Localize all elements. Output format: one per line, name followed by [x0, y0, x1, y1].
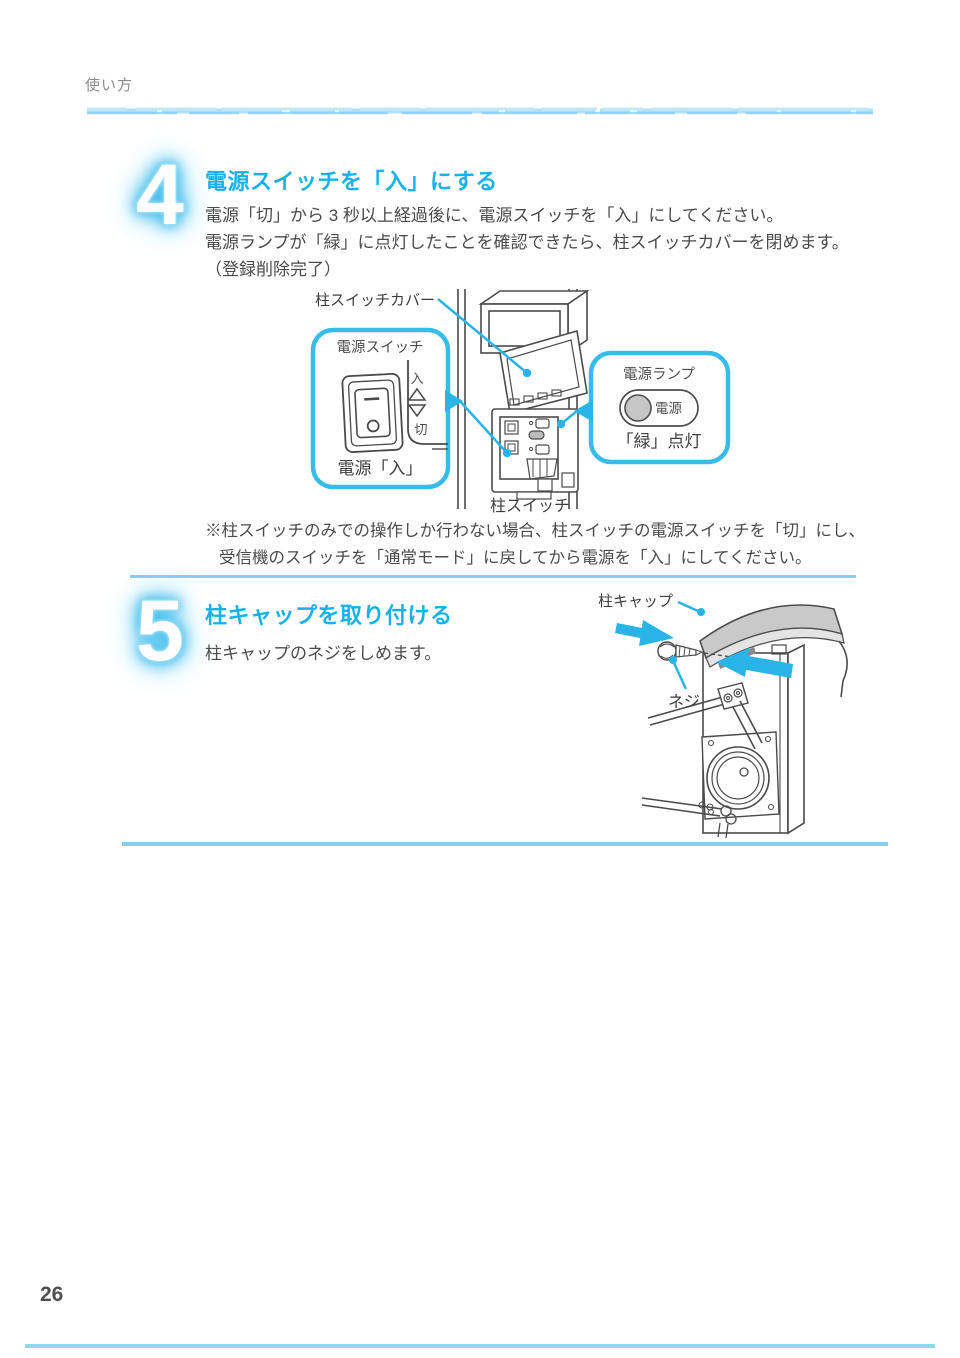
note-line: 受信機のスイッチを「通常モード」に戻してから電源を「入」にしてください。	[219, 549, 812, 567]
footer-bar	[25, 1344, 935, 1348]
pole-switch-diagram: 電源スイッチ 入 切 電源「入」 電源ランプ 電源 「緑」点灯	[310, 289, 731, 515]
install-arrow-icon	[639, 620, 674, 646]
note-line: ※柱スイッチのみでの操作しか行わない場合、柱スイッチの電源スイッチを「切」にし、	[205, 522, 865, 540]
lamp-text: 電源	[655, 401, 683, 416]
pointer-dot-icon	[556, 419, 566, 429]
pole-switch-label: 柱スイッチ	[490, 497, 570, 515]
pointer-dot-icon	[669, 656, 677, 664]
step-4-title: 電源スイッチを「入」にする	[205, 169, 498, 194]
pointer-tail-icon	[574, 400, 593, 422]
power-lamp-callout: 電源ランプ 電源 「緑」点灯	[588, 350, 731, 465]
section-header: 使い方	[85, 77, 134, 94]
power-switch-callout-title: 電源スイッチ	[337, 339, 424, 356]
power-on-label: 電源「入」	[338, 459, 423, 478]
body-text-line: 電源ランプが「緑」に点灯したことを確認できたら、柱スイッチカバーを閉めます。	[205, 233, 849, 252]
section-divider	[122, 842, 888, 846]
power-lamp-callout-title: 電源ランプ	[623, 366, 696, 383]
power-lamp-icon	[624, 394, 652, 422]
install-arrow-icon	[741, 655, 793, 678]
screw-drawing	[657, 641, 733, 661]
pointer-dot-icon	[522, 368, 532, 378]
pole-top-drawing	[641, 643, 805, 839]
rocker-switch-icon	[341, 372, 404, 453]
screw-label: ネジ	[668, 693, 700, 711]
install-arrow-icon	[615, 623, 647, 639]
callout-pointers	[437, 298, 593, 458]
section-divider	[130, 575, 856, 578]
body-text-line: 電源「切」から 3 秒以上経過後に、電源スイッチを「入」にしてください。	[205, 206, 784, 225]
step-5-title: 柱キャップを取り付ける	[205, 603, 453, 628]
step-4-body: 電源「切」から 3 秒以上経過後に、電源スイッチを「入」にしてください。 電源ラ…	[205, 202, 849, 283]
power-switch-callout: 電源スイッチ 入 切 電源「入」	[310, 327, 451, 490]
body-text-line: 柱キャップのネジをしめます。	[205, 644, 442, 663]
switch-off-label: 切	[414, 422, 427, 437]
pole-drawing	[457, 289, 590, 509]
cover-label: 柱スイッチカバー	[315, 292, 435, 309]
pointer-tail-icon	[445, 390, 463, 412]
pole-cap-diagram: 柱キャップ ネジ	[598, 593, 848, 839]
down-triangle-icon	[407, 404, 427, 418]
pointer-dot-icon	[502, 448, 512, 458]
page-number: 26	[40, 1283, 64, 1306]
cap-label: 柱キャップ	[598, 593, 673, 610]
up-triangle-icon	[407, 387, 427, 401]
pole-cap-drawing	[699, 604, 848, 698]
step-5-number: 5	[136, 583, 184, 679]
step-5-body: 柱キャップのネジをしめます。	[205, 640, 441, 667]
install-arrow-icon	[716, 648, 749, 677]
body-text-line: （登録削除完了）	[205, 260, 341, 279]
install-arrows	[615, 620, 793, 678]
pointer-dot-icon	[697, 608, 705, 616]
step-4-note: ※柱スイッチのみでの操作しか行わない場合、柱スイッチの電源スイッチを「切」にし、…	[205, 518, 865, 572]
header-brush-divider	[87, 107, 873, 115]
switch-on-label: 入	[410, 371, 423, 386]
green-lit-label: 「緑」点灯	[617, 432, 702, 451]
step-4-number: 4	[136, 147, 184, 243]
